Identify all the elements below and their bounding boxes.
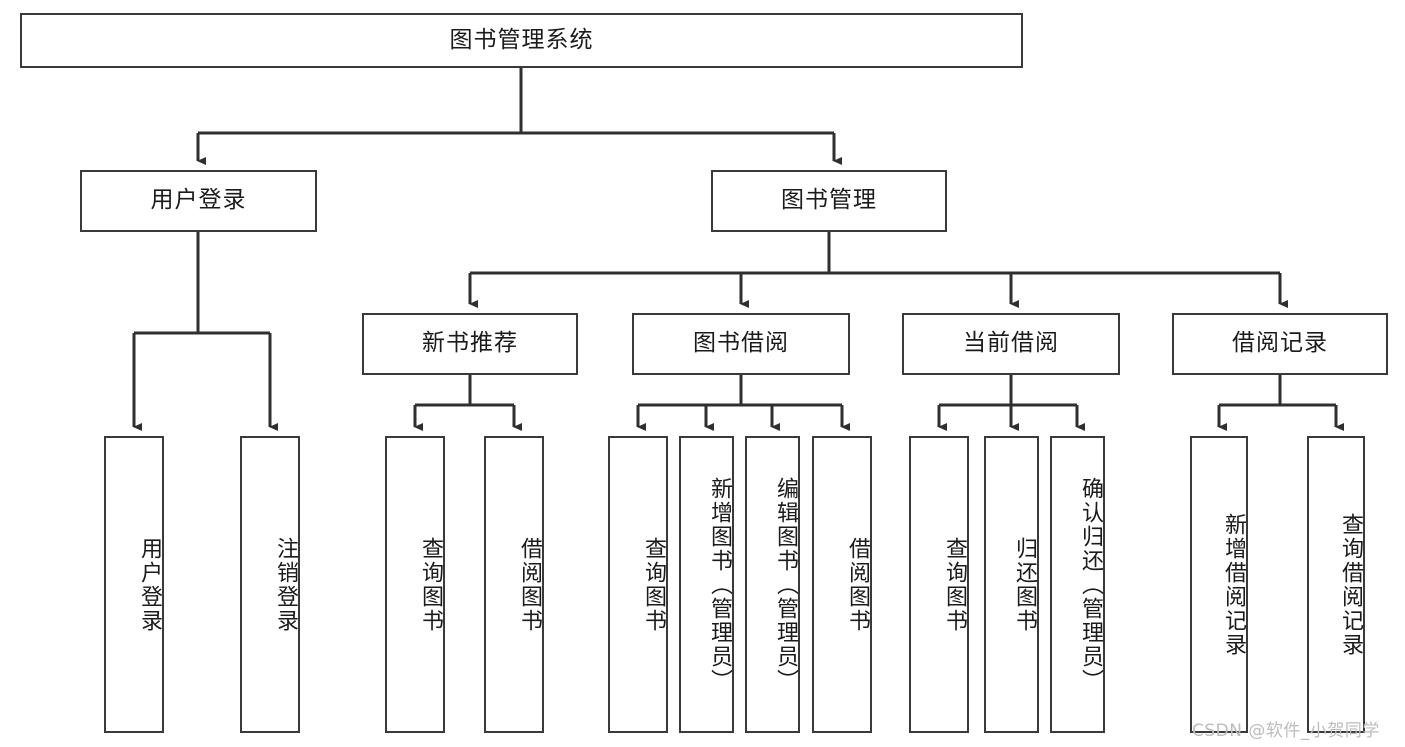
node-root[interactable]: 图书管理系统 [20, 13, 1023, 68]
node-new-book-rec-label: 新书推荐 [422, 330, 518, 357]
node-leaf-query-record[interactable]: 查询借阅记录 [1307, 436, 1365, 733]
node-user-login-label: 用户登录 [150, 187, 247, 214]
node-current-borrow-label: 当前借阅 [963, 330, 1059, 357]
node-leaf-borrow-book-rec[interactable]: 借阅图书 [484, 436, 544, 733]
node-leaf-query-book-borrow-label: 查询图书 [641, 536, 666, 633]
node-borrow-record[interactable]: 借阅记录 [1172, 313, 1388, 375]
node-book-manage[interactable]: 图书管理 [711, 170, 947, 232]
node-book-manage-label: 图书管理 [781, 187, 877, 214]
node-new-book-rec[interactable]: 新书推荐 [362, 313, 578, 375]
node-root-label: 图书管理系统 [449, 26, 594, 53]
node-leaf-query-book-current-label: 查询图书 [942, 536, 967, 633]
node-leaf-borrow-book[interactable]: 借阅图书 [812, 436, 872, 733]
node-leaf-query-book-rec[interactable]: 查询图书 [385, 436, 445, 733]
node-leaf-add-book[interactable]: 新增图书（管理员） [679, 436, 734, 733]
node-leaf-confirm-return[interactable]: 确认归还（管理员） [1050, 436, 1105, 733]
node-leaf-confirm-return-label: 确认归还（管理员） [1078, 476, 1103, 693]
node-leaf-user-login[interactable]: 用户登录 [104, 436, 164, 733]
node-leaf-logout-label: 注销登录 [273, 536, 298, 633]
node-book-borrow-label: 图书借阅 [693, 330, 789, 357]
node-book-borrow[interactable]: 图书借阅 [632, 313, 850, 375]
watermark: CSDN @软件_小贺同学 [1192, 721, 1380, 741]
node-borrow-record-label: 借阅记录 [1232, 330, 1328, 357]
node-leaf-logout[interactable]: 注销登录 [240, 436, 300, 733]
node-leaf-query-record-label: 查询借阅记录 [1338, 512, 1363, 657]
node-leaf-borrow-book-rec-label: 借阅图书 [517, 536, 542, 633]
node-leaf-borrow-book-label: 借阅图书 [845, 536, 870, 633]
node-leaf-query-book-current[interactable]: 查询图书 [909, 436, 969, 733]
node-leaf-return-book-label: 归还图书 [1012, 536, 1037, 633]
node-leaf-add-record-label: 新增借阅记录 [1221, 512, 1246, 657]
node-leaf-add-record[interactable]: 新增借阅记录 [1190, 436, 1248, 733]
node-leaf-edit-book[interactable]: 编辑图书（管理员） [745, 436, 800, 733]
node-leaf-add-book-label: 新增图书（管理员） [707, 476, 732, 693]
node-leaf-query-book-borrow[interactable]: 查询图书 [608, 436, 668, 733]
node-current-borrow[interactable]: 当前借阅 [902, 313, 1120, 375]
node-leaf-edit-book-label: 编辑图书（管理员） [773, 476, 798, 693]
node-user-login[interactable]: 用户登录 [80, 170, 317, 232]
node-leaf-user-login-label: 用户登录 [137, 536, 162, 633]
node-leaf-query-book-rec-label: 查询图书 [418, 536, 443, 633]
node-leaf-return-book[interactable]: 归还图书 [984, 436, 1039, 733]
